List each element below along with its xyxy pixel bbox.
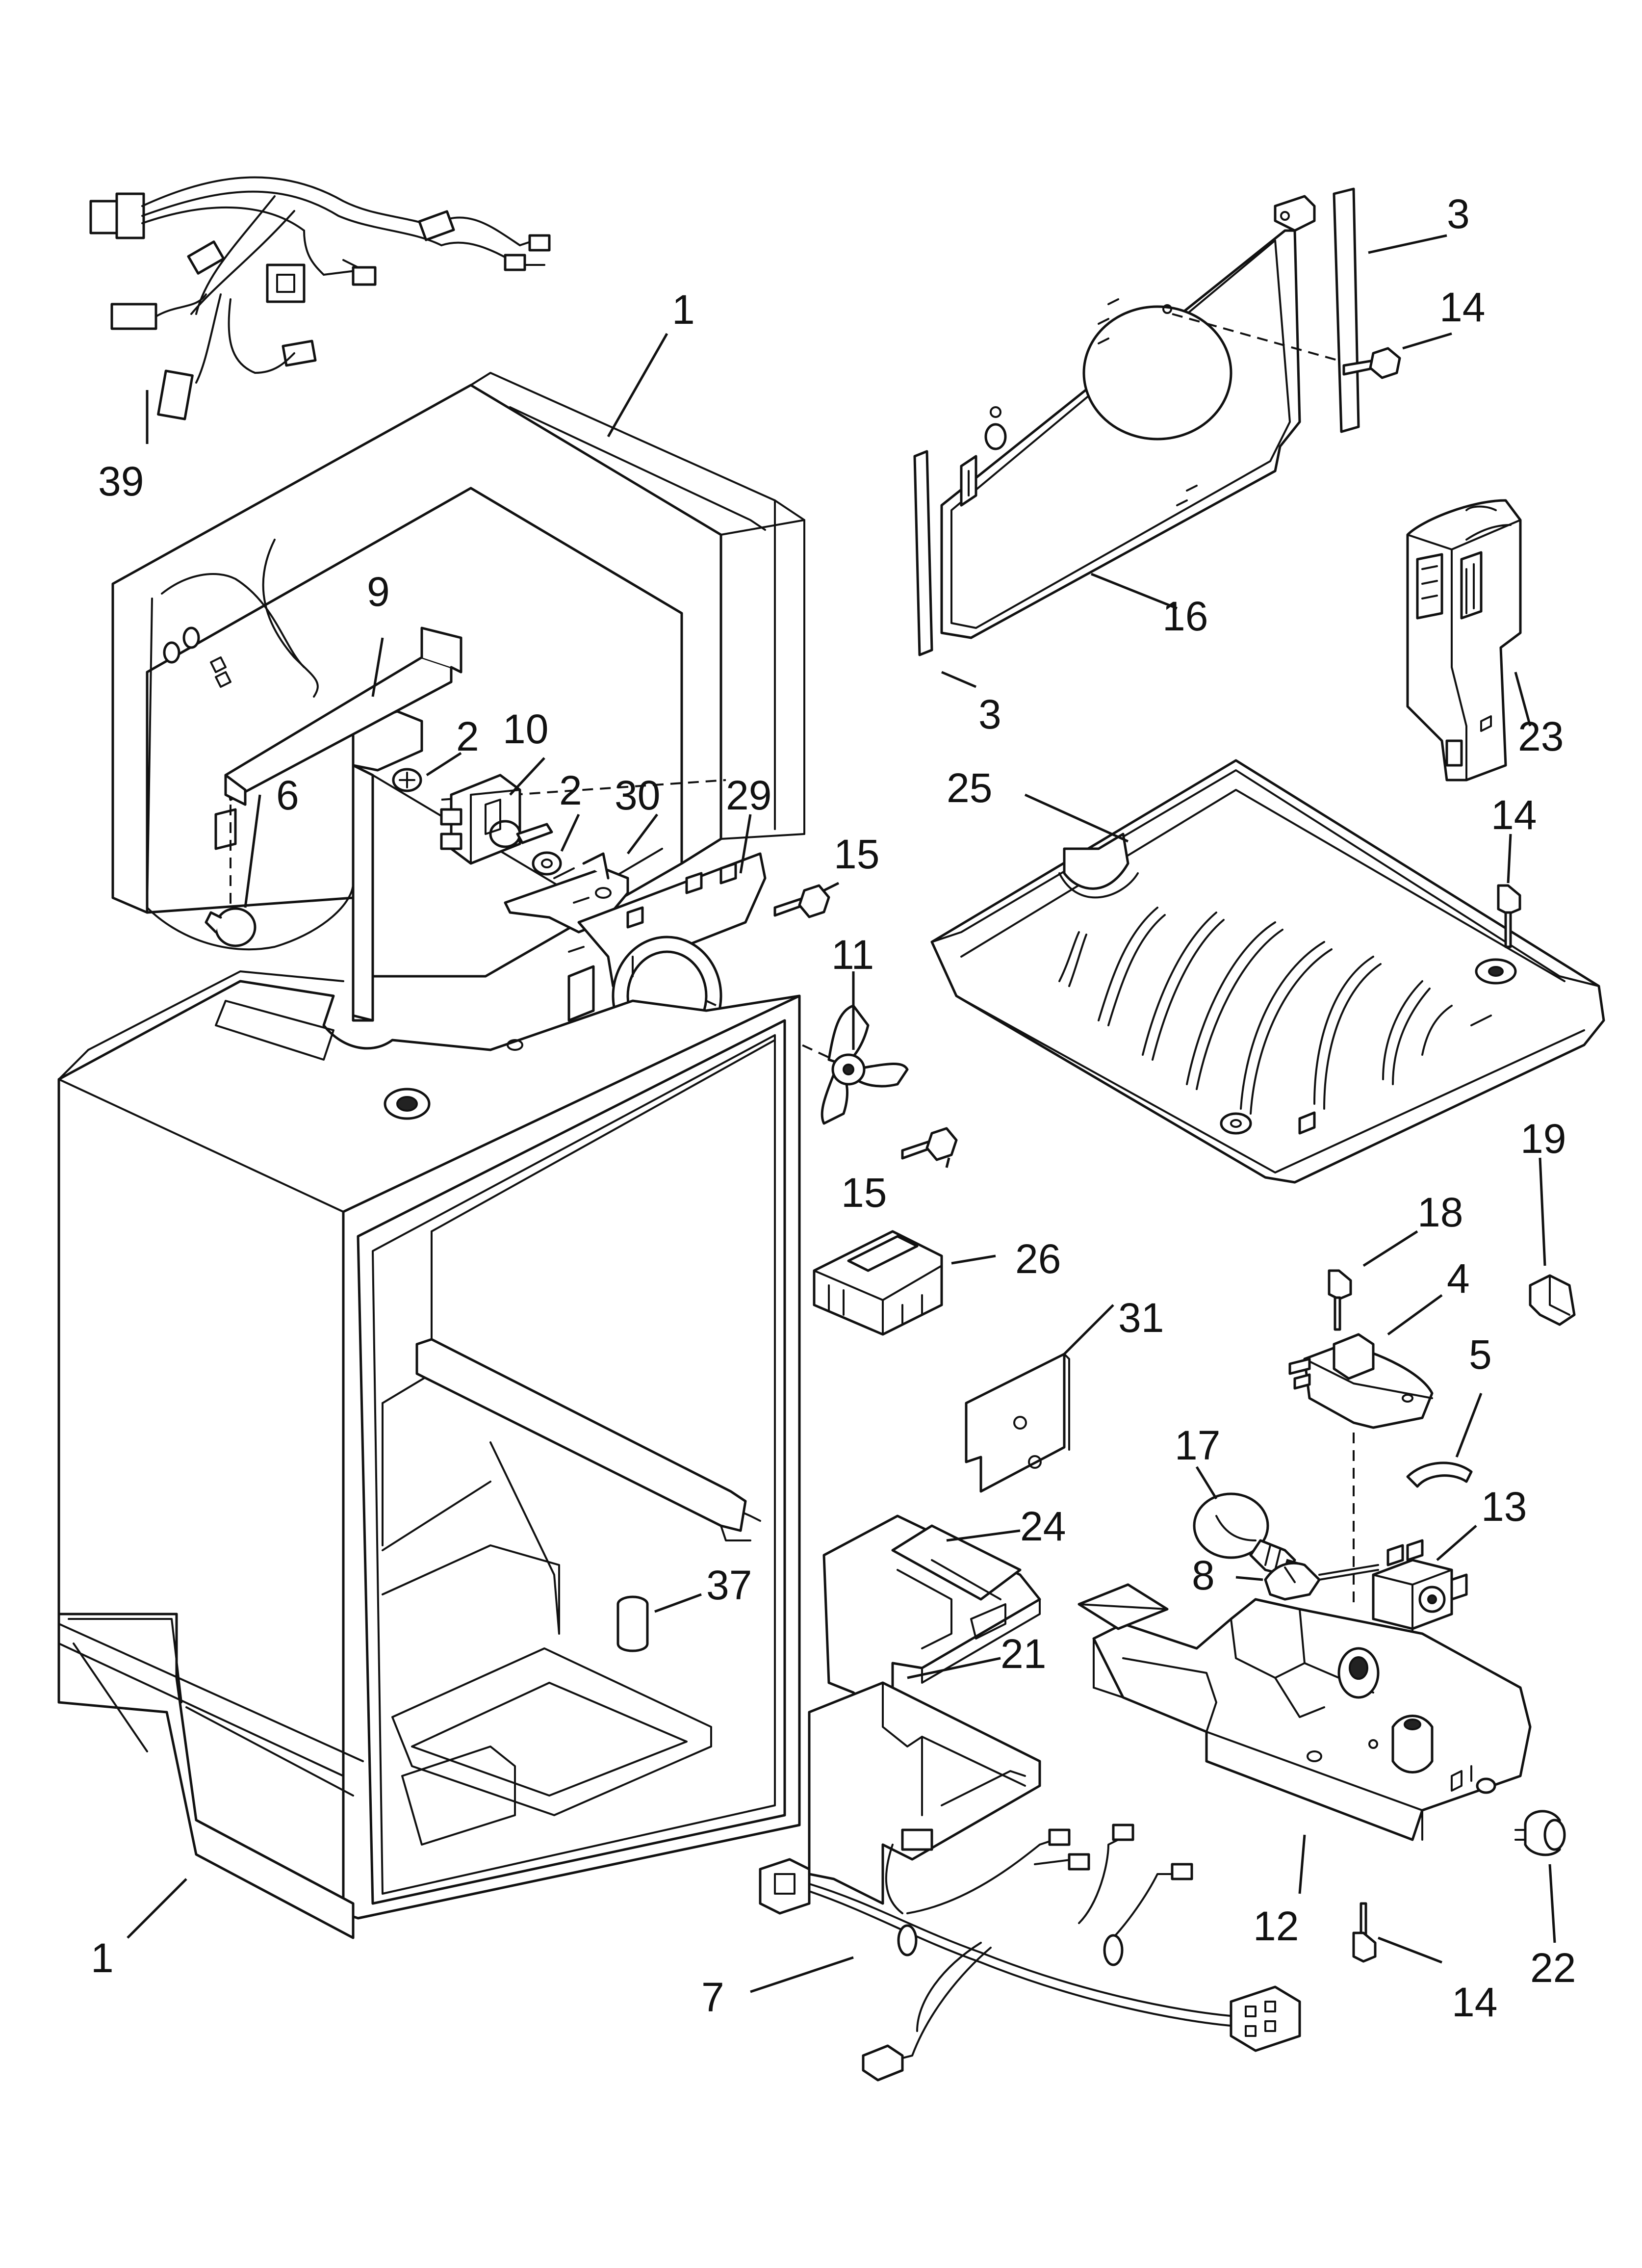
- part-3-seal-strip-left: [913, 450, 933, 656]
- part-8-light-shield: [1264, 1562, 1321, 1601]
- part-6-knob: [205, 907, 257, 947]
- part-15-screw-a: [773, 884, 830, 918]
- part-21-duct: [808, 1681, 1041, 1905]
- part-14-screw-c: [1352, 1902, 1377, 1963]
- callout-7: 7: [701, 1974, 724, 2020]
- part-14-screw-b: [1497, 884, 1521, 948]
- callout-22: 22: [1530, 1945, 1576, 1991]
- callout-1-top: 1: [672, 287, 695, 333]
- part-4-switch: [1288, 1333, 1434, 1609]
- callout-2-b: 2: [559, 767, 582, 813]
- callout-17: 17: [1175, 1422, 1220, 1468]
- callout-12: 12: [1253, 1903, 1299, 1949]
- callout-39: 39: [98, 458, 144, 504]
- callout-30: 30: [615, 772, 660, 818]
- callout-19: 19: [1520, 1116, 1566, 1162]
- callout-37: 37: [706, 1562, 752, 1608]
- callout-3-top: 3: [1447, 191, 1470, 237]
- callout-4: 4: [1447, 1255, 1470, 1302]
- callout-23: 23: [1518, 713, 1564, 759]
- callout-24: 24: [1020, 1503, 1066, 1549]
- part-2-nut-b: [532, 851, 562, 876]
- part-31-plate: [965, 1353, 1070, 1493]
- part-1-fresh-food-liner: [57, 970, 801, 1939]
- callout-31: 31: [1118, 1295, 1164, 1341]
- part-5-clip: [1406, 1461, 1473, 1488]
- callout-labels: 39 1 9 2 10 2 30 29 6 15 11 15 26 31 3 1…: [91, 191, 1576, 2025]
- callout-21: 21: [1001, 1631, 1046, 1677]
- callout-15-a: 15: [834, 831, 879, 877]
- callout-14-c: 14: [1452, 1979, 1497, 2025]
- part-11-fan-blade: [821, 1004, 909, 1125]
- callout-6: 6: [276, 772, 299, 818]
- callout-25: 25: [947, 765, 992, 811]
- part-39-wire-harness: [89, 176, 551, 420]
- part-19-clip: [1529, 1274, 1576, 1326]
- part-13-light-socket: [1318, 1539, 1468, 1776]
- part-22-knob: [1514, 1810, 1566, 1856]
- part-18-screw: [1328, 1269, 1352, 1331]
- part-3-seal-strip-right: [1333, 187, 1360, 433]
- callout-16: 16: [1162, 593, 1208, 639]
- part-26-damper: [813, 1230, 943, 1336]
- leader-lines: [127, 234, 1556, 1993]
- callout-8: 8: [1192, 1552, 1215, 1598]
- part-9-bracket: [214, 626, 462, 917]
- part-10-thermostat: [440, 774, 553, 865]
- callout-13: 13: [1481, 1484, 1527, 1530]
- part-23-control-housing: [1406, 499, 1522, 782]
- part-12-housing: [1078, 1583, 1532, 1841]
- callout-10: 10: [503, 706, 548, 752]
- callout-18: 18: [1417, 1189, 1463, 1235]
- part-25-drip-tray: [930, 759, 1605, 1184]
- part-14-screw-a: [1342, 347, 1401, 379]
- part-24-housing: [822, 1514, 1041, 1728]
- part-2-nut-a: [392, 768, 422, 792]
- part-16-cover-panel: [940, 195, 1339, 639]
- callout-14-a: 14: [1439, 284, 1485, 330]
- callout-9: 9: [367, 569, 390, 615]
- callout-15-b: 15: [841, 1170, 887, 1216]
- callout-1-bottom: 1: [91, 1935, 114, 1981]
- callout-29: 29: [726, 772, 771, 818]
- callout-2-a: 2: [456, 713, 479, 759]
- part-37-plug: [616, 1595, 649, 1652]
- part-15-screw-b: [901, 1127, 958, 1161]
- callout-14-b: 14: [1491, 792, 1537, 838]
- callout-26: 26: [1015, 1236, 1061, 1282]
- callout-3-bottom: 3: [978, 691, 1001, 737]
- callout-5: 5: [1469, 1331, 1492, 1378]
- callout-11: 11: [831, 932, 874, 978]
- part-7-wire-harness: [759, 1824, 1301, 2082]
